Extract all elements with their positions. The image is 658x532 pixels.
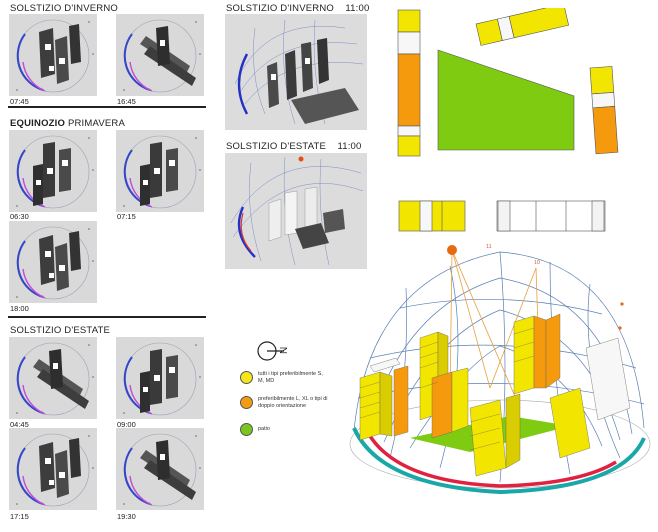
time-label: 07:15 <box>117 212 136 221</box>
hour-label: 10 <box>534 260 540 266</box>
time-label: 18:00 <box>10 304 29 313</box>
time-label: 19:30 <box>117 512 136 521</box>
equinox-1800-render <box>9 221 97 303</box>
summer-1100-render <box>225 153 367 269</box>
winter-0745-render <box>9 14 97 96</box>
summer-1930-render <box>116 428 204 510</box>
divider <box>8 106 206 108</box>
equinox-0715-render <box>116 130 204 212</box>
summer-1715-render <box>9 428 97 510</box>
time-label: 09:00 <box>117 420 136 429</box>
time-label: 17:15 <box>10 512 29 521</box>
svg-text:N: N <box>279 347 290 354</box>
unit-plan-white <box>496 200 608 232</box>
time-label: 04:45 <box>10 420 29 429</box>
legend-label: preferibilmente L, XL o tipi di doppio o… <box>258 396 328 409</box>
legend-label: tutti i tipi preferibilmente S, M, MD <box>258 371 323 384</box>
winter-solstice-title: SOLSTIZIO D'INVERNO <box>10 3 119 14</box>
winter-solstice-big-title: SOLSTIZIO D'INVERNO 11:00 <box>226 3 370 14</box>
hour-label: 11 <box>486 244 492 250</box>
equinox-title: EQUINOZIO PRIMAVERA <box>10 118 125 129</box>
summer-solstice-big-title: SOLSTIZIO D'ESTATE 11:00 <box>226 141 362 152</box>
divider <box>8 316 206 318</box>
time-label: 07:45 <box>10 97 29 106</box>
legend-item-patio: patio <box>240 423 328 436</box>
equinox-0630-render <box>9 130 97 212</box>
winter-1645-render <box>116 14 204 96</box>
winter-1100-render <box>225 14 367 130</box>
summer-0445-render <box>9 337 97 419</box>
summer-0900-render <box>116 337 204 419</box>
summer-solstice-title: SOLSTIZIO D'ESTATE <box>10 325 111 336</box>
unit-plan-yellow <box>398 200 468 232</box>
time-label: 06:30 <box>10 212 29 221</box>
green-swatch-icon <box>240 423 253 436</box>
yellow-swatch-icon <box>240 371 253 384</box>
plan-diagram <box>390 3 658 168</box>
orange-swatch-icon <box>240 396 253 409</box>
legend-item-small-types: tutti i tipi preferibilmente S, M, MD <box>240 371 328 385</box>
time-label: 16:45 <box>117 97 136 106</box>
north-arrow-icon: N <box>256 340 290 362</box>
legend-item-large-types: preferibilmente L, XL o tipi di doppio o… <box>240 396 328 410</box>
sun-path-dome-render: 11 10 <box>340 238 658 527</box>
legend-label: patio <box>258 426 270 432</box>
